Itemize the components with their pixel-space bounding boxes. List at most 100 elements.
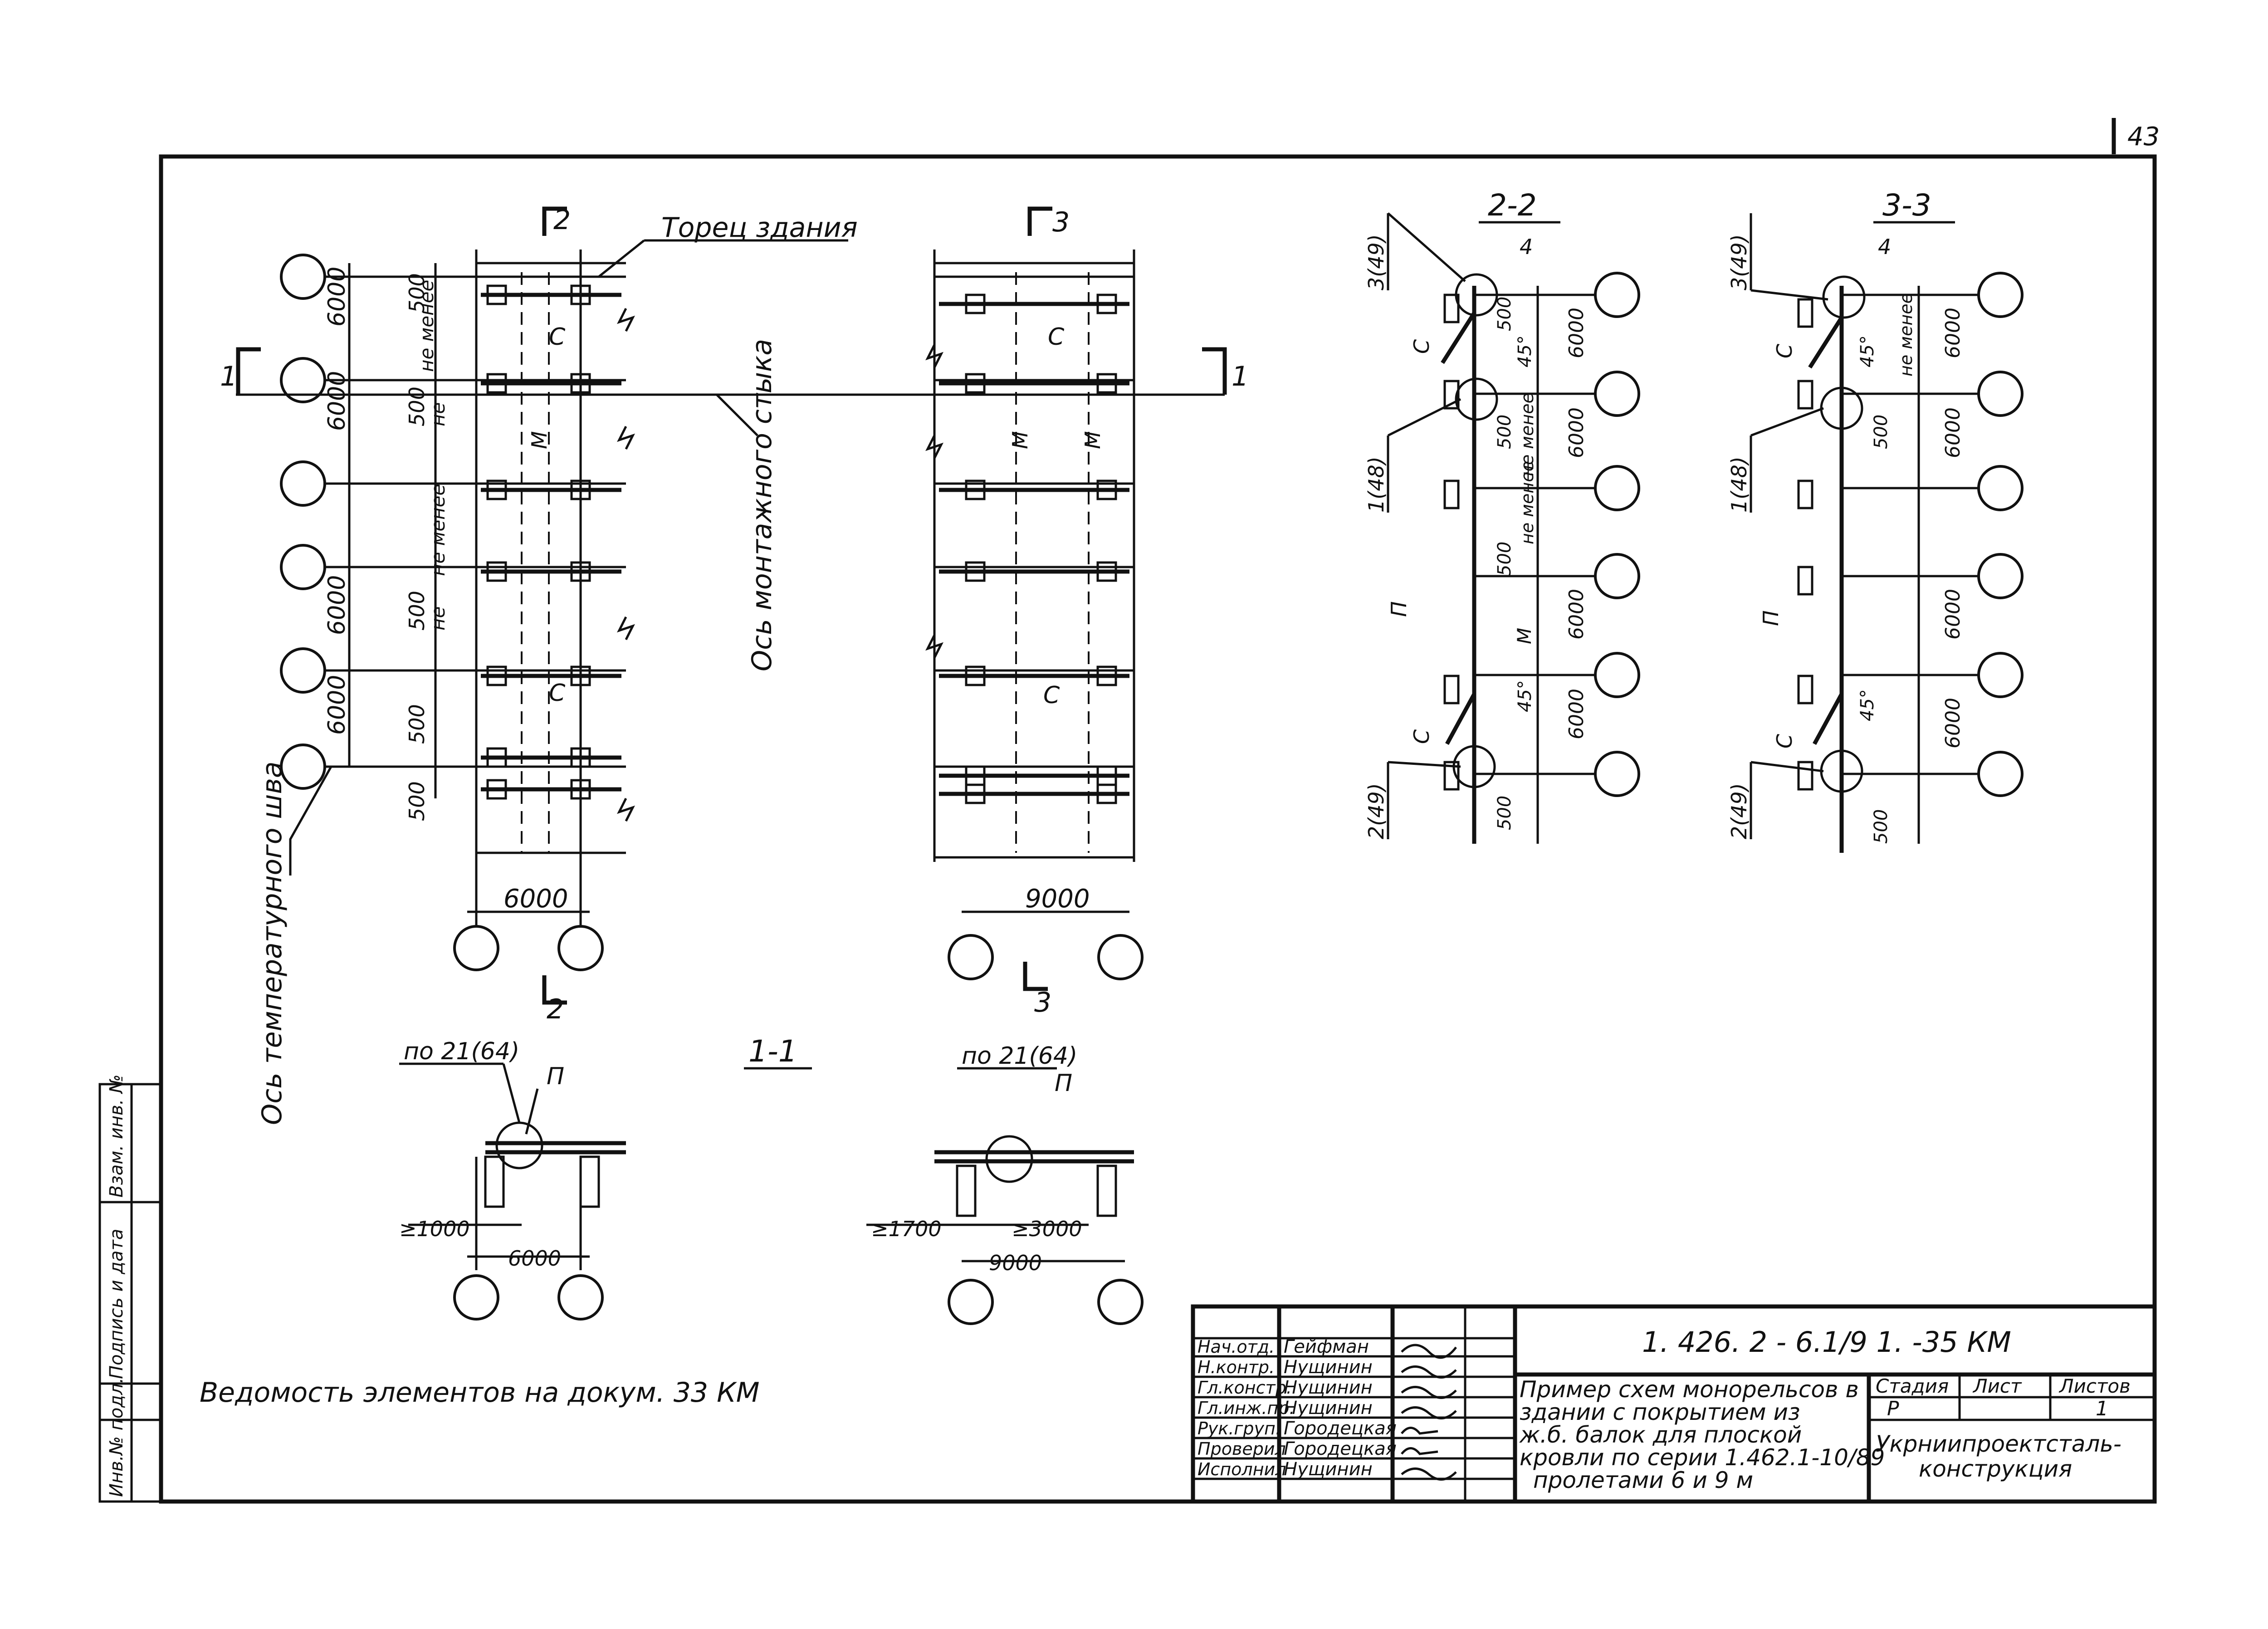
- stamp-signature-date: Подпись и дата: [106, 1229, 127, 1379]
- column-circle: [1097, 1279, 1144, 1325]
- description-line-1: Пример схем монорельсов в: [1520, 1376, 1859, 1403]
- section-2-2-angle-2: 45°: [1515, 680, 1535, 712]
- assembly-joint-axis: Ось монтажного стыка: [746, 339, 778, 671]
- left-stamp: Инв.№ подл. Подпись и дата Взам. инв. №: [98, 1074, 162, 1503]
- section-2-2-ne-menee-2: не менее: [1517, 461, 1537, 544]
- stage-header: Стадия: [1876, 1375, 1949, 1397]
- document-code: 1. 426. 2 - 6.1/9 1. -35 КМ: [1642, 1326, 2011, 1359]
- plan-b-label-m-1: М: [1008, 431, 1032, 449]
- section-3-3-ref-2-49: 2(49): [1727, 783, 1751, 839]
- plan-a-bay-4: 6000: [323, 675, 351, 735]
- section-1-1-dim-6000: 6000: [508, 1246, 561, 1271]
- staff-role: Рук.груп.: [1198, 1419, 1281, 1438]
- description-line-4: кровли по серии 1.462.1-10/89: [1520, 1444, 1885, 1471]
- staff-role: Гл.инж.пр.: [1198, 1398, 1295, 1418]
- section-2-2-dim-500-3: 500: [1494, 542, 1515, 576]
- stage-value: Р: [1887, 1397, 1899, 1420]
- section-1-1-dim-3000: ≥3000: [1012, 1217, 1082, 1241]
- staff-name: Гейфман: [1284, 1336, 1369, 1357]
- section-1-1-label-p-right: П: [1055, 1070, 1072, 1097]
- section-2-2-label-c-2: С: [1409, 729, 1434, 744]
- section-2-2-label-c-1: С: [1409, 339, 1434, 354]
- section-2-2-dim-6000-1: 6000: [1565, 308, 1588, 358]
- section-1-1-dim-9000: 9000: [989, 1251, 1042, 1275]
- section-2-2-ref-3-49: 3(49): [1364, 234, 1388, 290]
- section-mark-left: 1: [220, 361, 237, 392]
- column-circle: [280, 544, 326, 590]
- section-1-1-dim-1700: ≥1700: [871, 1217, 942, 1241]
- section-2-2-dim-500-4: 500: [1494, 796, 1515, 830]
- section-1-1-title: 1-1: [748, 1034, 797, 1069]
- plan-a-section-mark-bottom: 2: [547, 993, 564, 1025]
- section-2-2-label-4: 4: [1520, 235, 1533, 259]
- plan-a: [280, 249, 635, 971]
- plan-b-label-c-1: С: [1048, 323, 1065, 351]
- description-line-3: ж.б. балок для плоской: [1519, 1422, 1802, 1448]
- organization-line-2: конструкция: [1919, 1456, 2072, 1482]
- section-3-3-label-4: 4: [1878, 235, 1891, 259]
- plan-a-ne-1: не: [427, 402, 449, 426]
- column-circle: [453, 925, 499, 971]
- plan-a-bay-2: 6000: [323, 371, 351, 431]
- section-mark-right: 1: [1232, 361, 1249, 392]
- staff-name: Городецкая: [1284, 1418, 1397, 1439]
- section-2-2-ref-2-49: 2(49): [1364, 783, 1388, 839]
- staff-role: Исполнил: [1198, 1459, 1286, 1479]
- temperature-joint-axis: Ось температурного шва: [256, 761, 288, 1125]
- section-3-3-dim-500-1: 500: [1871, 415, 1892, 449]
- staff-name: Нущинин: [1284, 1357, 1373, 1378]
- section-3-3-label-p: П: [1759, 610, 1783, 626]
- plan-a-label-m: М: [527, 431, 552, 449]
- section-2-2-diagram: [1441, 272, 1640, 844]
- plan-a-label-c-1: С: [549, 323, 566, 351]
- plan-a-bay-1: 6000: [323, 267, 351, 327]
- title-block: [1191, 1304, 2157, 1504]
- plan-b-section-mark-bottom: 3: [1034, 987, 1051, 1018]
- sheets-value: 1: [2096, 1397, 2108, 1420]
- organization-line-1: Укрниипроектсталь-: [1876, 1431, 2121, 1457]
- section-3-3-label-c-2: С: [1772, 734, 1797, 748]
- section-1-1-ref-left: по 21(64): [404, 1038, 519, 1065]
- stamp-inv-podl: Инв.№ подл.: [106, 1378, 127, 1497]
- section-2-2-label-p: П: [1387, 601, 1411, 617]
- section-3-3-diagram: [1797, 272, 2024, 853]
- staff-name: Нущинин: [1284, 1459, 1373, 1480]
- section-2-2-dim-6000-4: 6000: [1565, 689, 1588, 739]
- plan-b-span: 9000: [1025, 884, 1090, 914]
- section-3-3-title: 3-3: [1882, 188, 1931, 223]
- plan-a-dim-500-3: 500: [405, 591, 429, 631]
- column-circle: [280, 647, 326, 694]
- section-2-2-dim-6000-3: 6000: [1565, 589, 1588, 640]
- plan-a-label-c-2: С: [549, 680, 566, 707]
- section-3-3-dim-6000-4: 6000: [1941, 698, 1965, 748]
- section-2-2-ref-1-48: 1(48): [1364, 456, 1388, 513]
- signature-marks: [1401, 1344, 1457, 1481]
- section-1-1-right: [866, 1135, 1144, 1325]
- sheets-header: Листов: [2058, 1375, 2131, 1397]
- column-circle: [453, 1274, 499, 1321]
- column-circle: [557, 1274, 604, 1321]
- sheet-frame: [159, 154, 2157, 1504]
- section-3-3-ref-1-48: 1(48): [1727, 456, 1751, 513]
- column-circle: [948, 934, 994, 980]
- section-3-3-dim-6000-1: 6000: [1941, 308, 1965, 358]
- staff-role: Н.контр.: [1198, 1357, 1275, 1377]
- section-1-1-label-p-left: П: [547, 1063, 564, 1090]
- stamp-vzam-inv: Взам. инв. №: [106, 1074, 127, 1198]
- column-circle: [557, 925, 604, 971]
- plan-a-dim-500-5: 500: [405, 781, 429, 821]
- section-1-1-ref-right: по 21(64): [962, 1042, 1077, 1070]
- section-3-3-angle-1: 45°: [1857, 335, 1878, 367]
- plan-b-section-mark-top: 3: [1052, 206, 1070, 238]
- section-3-3-dim-6000-3: 6000: [1941, 589, 1965, 640]
- description-line-5: пролетами 6 и 9 м: [1533, 1467, 1753, 1493]
- plan-b-label-m-2: М: [1080, 431, 1105, 449]
- section-2-2-label-m: М: [1513, 628, 1535, 644]
- column-circle: [280, 254, 326, 300]
- plan-a-ne-menee-2: не менее: [427, 484, 449, 576]
- description-line-2: здании с покрытием из: [1520, 1399, 1800, 1425]
- plan-a-dim-500-4: 500: [405, 704, 429, 744]
- staff-name: Городецкая: [1284, 1438, 1397, 1459]
- plan-b: [925, 249, 1144, 980]
- plan-a-ne-menee-1: не менее: [415, 280, 438, 372]
